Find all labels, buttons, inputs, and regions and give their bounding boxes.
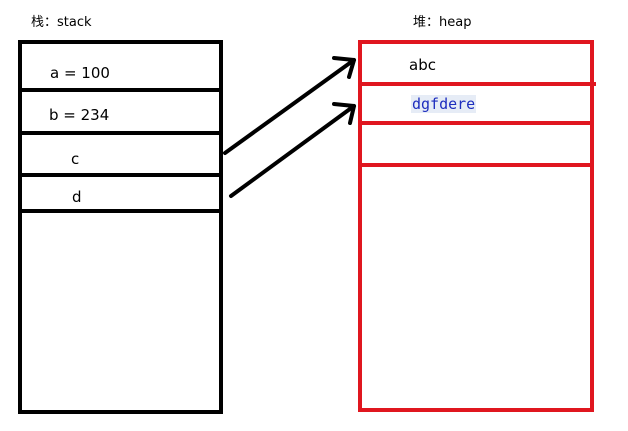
heap-cell-dgfdere: dgfdere <box>411 95 477 113</box>
heap-divider <box>358 121 594 125</box>
heap-title: 堆：heap <box>413 15 472 30</box>
stack-title: 栈：stack <box>31 15 92 30</box>
heap-divider <box>358 82 596 86</box>
stack-cell-c: c <box>71 150 80 168</box>
heap-cell-abc: abc <box>409 56 436 74</box>
stack-divider <box>18 131 223 135</box>
stack-cell-b: b = 234 <box>49 106 110 124</box>
heap-container <box>358 40 594 412</box>
stack-divider <box>18 209 223 213</box>
stack-cell-a: a = 100 <box>50 64 110 82</box>
stack-cell-d: d <box>72 188 82 206</box>
arrow-c-to-abc <box>223 56 356 155</box>
stack-divider <box>18 173 223 177</box>
stack-container <box>18 40 223 414</box>
stack-divider <box>18 88 223 92</box>
heap-divider <box>358 163 594 167</box>
arrow-d-to-dgfdere <box>229 102 356 198</box>
